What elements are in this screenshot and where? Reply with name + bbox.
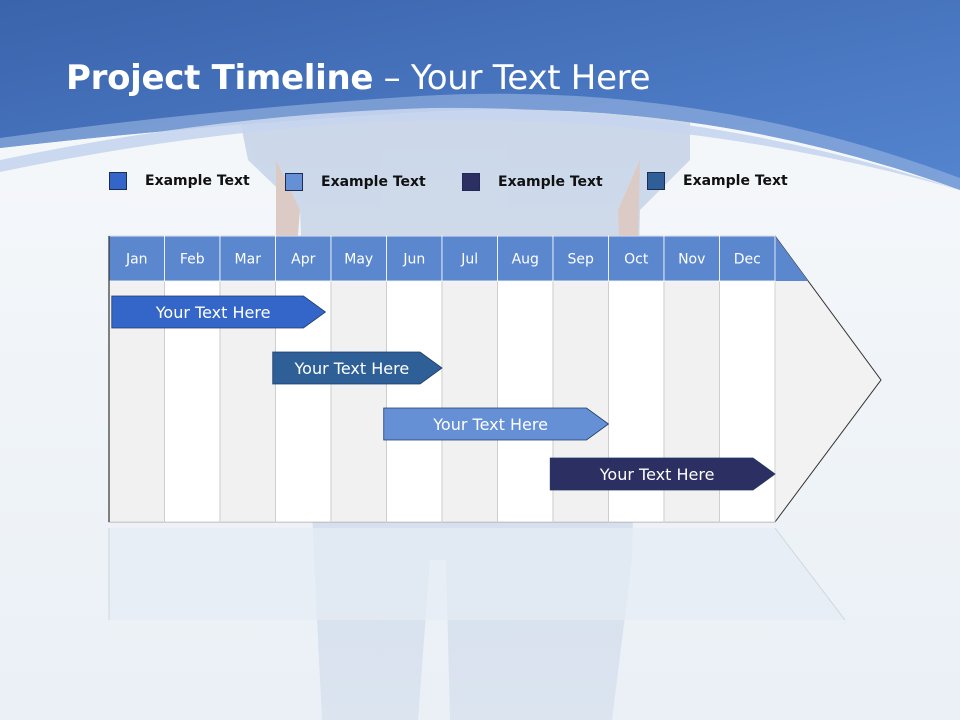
month-label: May [344,252,373,268]
reflection-shape [109,528,845,620]
month-label: Jul [460,252,478,268]
month-label: Apr [291,252,315,268]
month-header-cell [386,235,443,282]
legend-swatch-4 [647,172,665,190]
legend-item-1: Example Text [109,170,250,192]
month-header-cell [719,235,776,282]
title-bold: Project Timeline [66,58,374,98]
task-label: Your Text Here [155,303,271,322]
month-header-cell [663,235,720,282]
task-bar [383,407,610,441]
month-label: Sep [568,252,595,268]
legend-item-4: Example Text [647,170,788,192]
month-label: Dec [734,252,761,268]
month-column [330,280,387,523]
legend-swatch-2 [285,173,303,191]
title-rest: – Your Text Here [373,58,651,98]
legend-label-4: Example Text [683,173,788,189]
month-label: Oct [624,252,649,268]
legend-swatch-1 [109,172,127,190]
reflection-edge [774,527,846,621]
legend-label-2: Example Text [321,174,426,190]
month-label: Feb [180,252,205,268]
month-label: Aug [512,252,539,268]
month-label: Jan [125,252,148,268]
month-header: Jan Feb Mar Apr May Jun Jul Aug Sep Oct Nov Dec [108,235,809,522]
month-column [441,280,498,523]
month-label: Mar [235,252,262,268]
month-column [386,280,443,523]
page-title: Project Timeline – Your Text Here [66,58,651,98]
legend-swatch-3 [462,173,480,191]
timeline-reflection [108,527,846,621]
month-label: Nov [678,252,705,268]
month-column [497,280,554,523]
task-label: Your Text Here [294,359,410,378]
task-bar [549,457,776,491]
month-label: Jun [402,252,425,268]
month-header-cell [497,235,554,282]
legend-item-2: Example Text [285,171,426,193]
task-label: Your Text Here [432,415,548,434]
task-label: Your Text Here [599,465,715,484]
month-header-cell [219,235,276,282]
legend-label-3: Example Text [498,174,603,190]
legend-item-3: Example Text [462,171,603,193]
task-bar [111,295,327,329]
arrow-header-tip [775,236,809,281]
task-bar [272,351,443,385]
legend-label-1: Example Text [145,173,250,189]
month-header-cell [164,235,221,282]
